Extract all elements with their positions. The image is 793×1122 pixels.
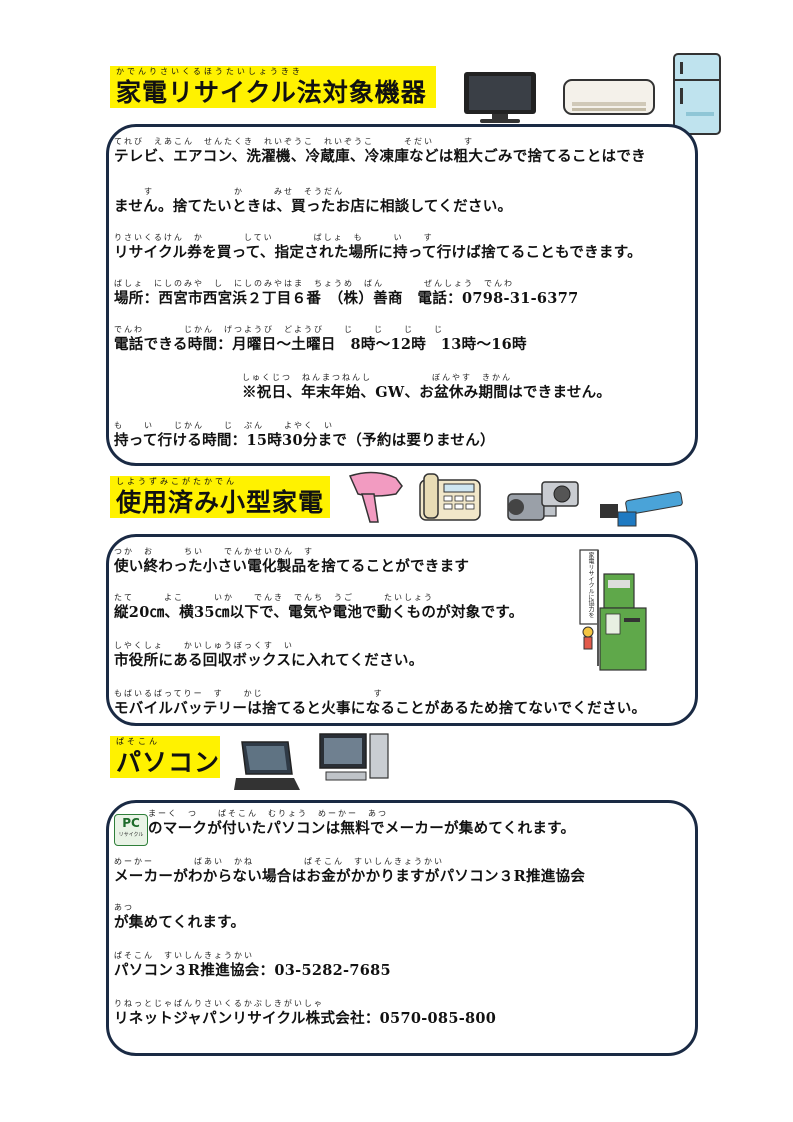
body-text: 電話できる時間：月曜日～土曜日 8時～12時 13時～16時: [114, 336, 527, 353]
section1-heading: かでんりさいくるほうたいしょうきき 家電リサイクル法対象機器: [110, 66, 436, 108]
ruby-text: りねっとじゃぱんりさいくるかぶしきがいしゃ: [114, 999, 324, 1008]
section3-line: めーかー ばあい かね ぱそこん すいしんきょうかい メーカーがわからない場合は…: [114, 856, 585, 887]
section1-line: りさいくるけん か してい ばしょ も い す リサイクル券を買って、指定された…: [114, 232, 642, 263]
ruby-text: まーく つ ぱそこん むりょう めーかー あつ: [148, 809, 388, 818]
section2-line: もばいるばってりー す かじ す モバイルバッテリーは捨てると火事になることがあ…: [114, 688, 646, 719]
section2-line: たて よこ いか でんき でんち うご たいしょう 縦20㎝、横35㎝以下で、電…: [114, 592, 524, 623]
body-text: 場所：西宮市西宮浜２丁目６番 （株）善商 電話：0798-31-6377: [114, 290, 579, 307]
body-text: 持って行ける時間：15時30分まで（予約は要りません）: [114, 432, 495, 449]
section3-line: あつ が集めてくれます。: [114, 902, 245, 933]
section2-box: [106, 534, 698, 726]
ruby-text: てれび えあこん せんたくき れいぞうこ れいぞうこ そだい す: [114, 137, 474, 146]
body-text: 市役所にある回収ボックスに入れてください。: [114, 652, 424, 669]
ruby-text: たて よこ いか でんき でんち うご たいしょう: [114, 593, 434, 602]
body-text: メーカーがわからない場合はお金がかかりますがパソコン３R推進協会: [114, 868, 586, 885]
laptop-icon: [232, 738, 302, 794]
section2-line: しやくしょ かいしゅうぼっくす い 市役所にある回収ボックスに入れてください。: [114, 640, 424, 671]
pc-mark-text: PC: [122, 816, 140, 830]
body-text: テレビ、エアコン、洗濯機、冷蔵庫、冷凍庫などは粗大ごみで捨てることはでき: [114, 148, 646, 165]
ruby-text: も い じかん じ ぷん よやく い: [114, 421, 334, 430]
desktop-computer-icon: [318, 732, 390, 782]
body-text: ※祝日、年末年始、GW、お盆休み期間はできません。: [242, 384, 612, 401]
section1-line: も い じかん じ ぷん よやく い 持って行ける時間：15時30分まで（予約は…: [114, 420, 495, 451]
section1-line: でんわ じかん げつようび どようび じ じ じ じ 電話できる時間：月曜日～土…: [114, 324, 527, 355]
ruby-text: ぱそこん すいしんきょうかい: [114, 951, 254, 960]
section3-heading: ぱそこん パソコン: [110, 736, 220, 778]
hair-dryer-icon: [344, 468, 406, 526]
body-text: 縦20㎝、横35㎝以下で、電気や電池で動くものが対象です。: [114, 604, 524, 621]
body-text: のマークが付いたパソコンは無料でメーカーが集めてくれます。: [148, 820, 576, 837]
pc-mark-sub: リサイクル: [118, 832, 144, 838]
ruby-text: す か みせ そうだん: [114, 187, 344, 196]
body-text: モバイルバッテリーは捨てると火事になることがあるため捨てないでください。: [114, 700, 647, 717]
body-text: が集めてくれます。: [114, 914, 246, 931]
section2-line: つか お ちい でんかせいひん す 使い終わった小さい電化製品を捨てることができ…: [114, 546, 469, 577]
section2-heading-text: 使用済み小型家電: [116, 488, 325, 517]
section3-line: りねっとじゃぱんりさいくるかぶしきがいしゃ リネットジャパンリサイクル株式会社：…: [114, 998, 496, 1029]
body-text: リネットジャパンリサイクル株式会社：0570-085-800: [114, 1010, 497, 1027]
section2-heading-ruby: しようずみこがたかでん: [116, 477, 237, 486]
ruby-text: りさいくるけん か してい ばしょ も い す: [114, 233, 434, 242]
digital-camera-icon: [540, 476, 580, 510]
section3-line: ぱそこん すいしんきょうかい パソコン３R推進協会：03-5282-7685: [114, 950, 391, 981]
section1-heading-text: 家電リサイクル法対象機器: [116, 78, 427, 107]
section3-heading-ruby: ぱそこん: [116, 737, 160, 746]
section3-box: [106, 800, 698, 1056]
pc-recycle-mark-icon: PC リサイクル: [114, 814, 148, 846]
body-text: 使い終わった小さい電化製品を捨てることができます: [114, 558, 470, 575]
section1-box: [106, 124, 698, 466]
ruby-text: つか お ちい でんかせいひん す: [114, 547, 314, 556]
section1-heading-ruby: かでんりさいくるほうたいしょうきき: [116, 67, 303, 76]
usb-memory-icon: [596, 490, 688, 530]
section3-line: まーく つ ぱそこん むりょう めーかー あつ のマークが付いたパソコンは無料で…: [148, 808, 575, 839]
body-text: パソコン３R推進協会：03-5282-7685: [114, 962, 391, 979]
section3-heading-text: パソコン: [116, 748, 221, 777]
section1-line: す か みせ そうだん ません。捨てたいときは、買ったお店に相談してください。: [114, 186, 512, 217]
tv-icon: [462, 70, 538, 126]
ruby-text: しやくしょ かいしゅうぼっくす い: [114, 641, 294, 650]
ruby-text: でんわ じかん げつようび どようび じ じ じ じ: [114, 325, 444, 334]
section1-line: ばしょ にしのみや し にしのみやはま ちょうめ ばん ぜんしょう でんわ 場所…: [114, 278, 578, 309]
section2-heading: しようずみこがたかでん 使用済み小型家電: [110, 476, 330, 518]
body-text: リサイクル券を買って、指定された場所に持って行けば捨てることもできます。: [114, 244, 642, 261]
section1-line: しゅくじつ ねんまつねんし ぼんやす きかん ※祝日、年末年始、GW、お盆休み期…: [242, 372, 611, 403]
ruby-text: ばしょ にしのみや し にしのみやはま ちょうめ ばん ぜんしょう でんわ: [114, 279, 514, 288]
telephone-icon: [416, 470, 486, 524]
ruby-text: もばいるばってりー す かじ す: [114, 689, 384, 698]
air-conditioner-icon: [562, 78, 656, 118]
recycle-box-icon: [574, 544, 654, 674]
refrigerator-icon: [672, 52, 722, 136]
box-banner-text: 家電リサイクルに協力を: [587, 552, 594, 618]
body-text: ません。捨てたいときは、買ったお店に相談してください。: [114, 198, 513, 215]
ruby-text: しゅくじつ ねんまつねんし ぼんやす きかん: [242, 373, 512, 382]
section1-line: てれび えあこん せんたくき れいぞうこ れいぞうこ そだい す テレビ、エアコ…: [114, 136, 646, 167]
ruby-text: あつ: [114, 903, 134, 912]
ruby-text: めーかー ばあい かね ぱそこん すいしんきょうかい: [114, 857, 444, 866]
